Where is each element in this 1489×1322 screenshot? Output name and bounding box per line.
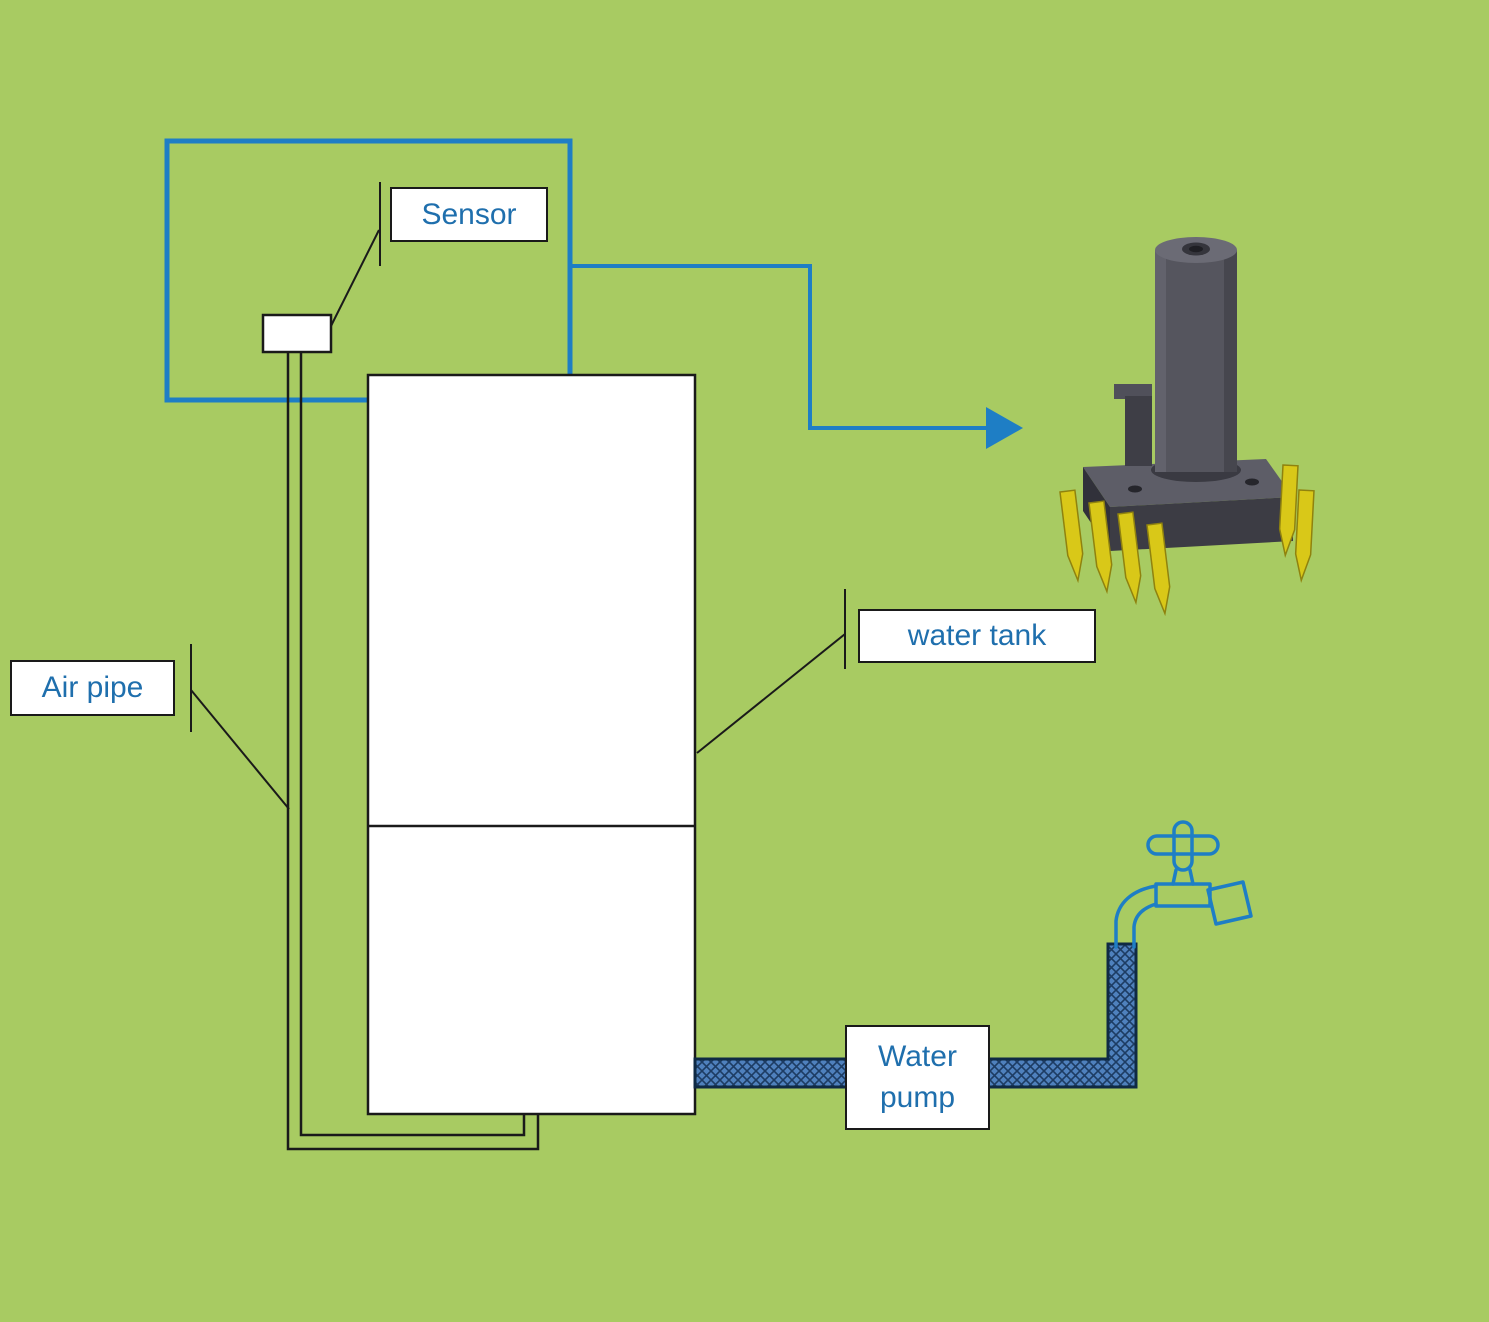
air-pipe-label: Air pipe <box>10 660 175 716</box>
air-pipe-leader-line <box>190 644 290 810</box>
water-tank-label: water tank <box>858 609 1096 663</box>
sensor-label: Sensor <box>390 187 548 242</box>
sensor-label-text: Sensor <box>421 197 517 231</box>
pressure-sensor-3d-illustration <box>1059 237 1315 616</box>
water-pump-label: Water pump <box>845 1025 990 1130</box>
connector-to-sensor-image <box>570 264 1023 449</box>
sensor-port-cylinder <box>1155 250 1237 472</box>
air-pipe-label-text: Air pipe <box>41 671 144 704</box>
sensor-leader-line <box>330 182 381 327</box>
water-tank-shape <box>366 373 697 1116</box>
air-pipe-lines <box>286 352 540 1151</box>
water-tank-label-text: water tank <box>907 619 1047 652</box>
sensor-device-box <box>261 313 333 354</box>
faucet-icon <box>1114 820 1253 949</box>
arrow-right-icon <box>986 407 1023 449</box>
water-tank-leader-line <box>696 589 846 754</box>
water-pump-pipe <box>693 942 1138 1089</box>
water-pump-label-line1: Water <box>878 1040 957 1073</box>
sensor-callout-frame <box>164 138 573 403</box>
water-pump-label-line2: pump <box>879 1080 956 1114</box>
